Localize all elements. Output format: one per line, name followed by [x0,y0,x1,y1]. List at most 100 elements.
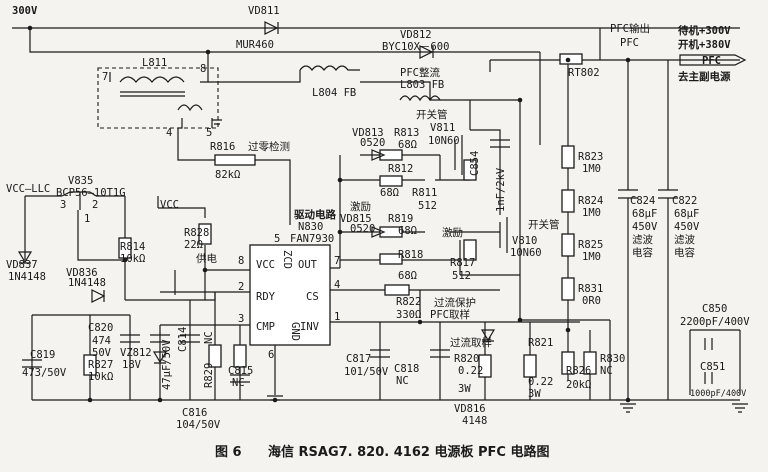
c850-ref: C850 [702,303,727,315]
caption-title: 海信 RSAG7. 820. 4162 电源板 PFC 电路图 [268,444,549,460]
label-filter1: 滤波 [632,233,653,246]
l811-p4: 4 [166,127,172,139]
r828-val: 22Ω [184,239,203,251]
label-cap2: 电容 [674,246,695,259]
net-vcc: VCC [160,199,179,211]
c819-val: 473/50V [22,367,67,379]
c814-ref: C814 [177,327,189,352]
r817-val: 512 [452,270,471,282]
r819-val: 68Ω [398,225,417,237]
r814-val: 10kΩ [120,253,145,265]
r826-ref: R826 [566,365,591,377]
v811-ref: V811 [430,122,455,134]
vd811-ref: VD811 [248,5,280,17]
wiring [12,27,741,401]
c822-ref: C822 [672,195,697,207]
label-switch1: 开关管 [416,108,448,121]
vd836-val: 1N4148 [68,277,106,289]
vd812-diode [419,45,434,59]
c820-v: 50V [92,347,112,359]
vd816-val: 4148 [462,415,487,427]
c817-val: 101/50V [344,366,389,378]
out-standby: 待机+300V [678,24,731,37]
label-pfc-sample: PFC取样 [430,308,470,321]
r814-ref: R814 [120,241,145,253]
c822-v: 450V [674,221,700,233]
pin-vcc: VCC [256,259,275,271]
pin-out: OUT [298,259,318,271]
vd813-val: 0520 [360,137,385,149]
r816-val: 82kΩ [215,169,240,181]
pin-num-5: 5 [274,233,280,245]
r816-ref: R816 [210,141,235,153]
c818-val: NC [396,375,409,387]
l811-transformer [97,67,222,129]
vz812-ref: VZ812 [120,347,152,359]
r813-ref: R813 [394,127,419,139]
pin-gnd: GND [289,322,301,341]
l804-coil [299,65,360,71]
c814-val: 47μF/50V [161,339,173,390]
r812-val: 68Ω [380,187,399,199]
pin-num-2: 2 [238,281,244,293]
pin-inv: INV [300,321,320,333]
pin-num-4: 4 [334,279,340,291]
vd815-val: 0520 [350,223,375,235]
vz812-val: 18V [122,359,142,371]
vd836-ref: VD836 [66,267,98,279]
vd811-val: MUR460 [236,39,274,51]
vd816-ref: VD816 [454,403,486,415]
r824-ref: R824 [578,195,603,207]
v835-val: BCP56–10T1G [56,187,126,199]
r824-val: 1M0 [582,207,601,219]
c824-ref: C824 [630,195,655,207]
r829-ref: R829 [203,363,215,388]
l811-ref: L811 [142,57,167,69]
vd837-val: 1N4148 [8,271,46,283]
c816-val: 104/50V [176,419,221,431]
l803-coil [399,95,441,102]
label-switch2: 开关管 [528,218,560,231]
r819-ref: R819 [388,213,413,225]
r822-val: 330Ω [396,309,421,321]
l811-p7: 7 [102,71,108,83]
pin-rdy: RDY [256,291,276,303]
pfc-out-label: PFC输出 [610,22,650,35]
c824-v: 450V [632,221,658,233]
ic-part: FAN7930 [290,233,334,245]
r820-w: 3W [458,383,471,395]
r828-ref: R828 [184,227,209,239]
c819-ref: C819 [30,349,55,361]
r830-val: NC [600,365,613,377]
vd812-val: BYC10X－600 [382,41,449,53]
pfc-output-arrow [679,54,747,66]
r830-ref: R830 [600,353,625,365]
c815-ref: C815 [228,365,253,377]
r831-ref: R831 [578,283,603,295]
vd837-ref: VD837 [6,259,38,271]
l803-ref: L803 FB [400,79,444,91]
c815-val: NC [232,377,245,389]
l811-p8: 8 [200,63,206,75]
r827-val: 10kΩ [88,371,113,383]
r826-val: 20kΩ [566,379,591,391]
caption-fig: 图 6 [215,445,242,460]
c818-ref: C818 [394,363,419,375]
r820-ref: R820 [454,353,479,365]
ic-fan7930 [249,244,331,346]
v835-e: 3 [60,199,66,211]
r817-ref: R817 [450,257,475,269]
r823-ref: R823 [578,151,603,163]
ic-func: 驱动电路 [294,208,336,221]
r811-ref: R811 [412,187,437,199]
resistor-bodies [83,145,597,378]
r823-val: 1M0 [582,163,601,175]
r821-val: 0.22 [528,376,553,388]
pin-num-6: 6 [268,349,274,361]
mosfet-symbols [454,135,508,253]
out-on: 开机+380V [678,38,731,51]
r821-ref: R821 [528,337,553,349]
label-excite1: 激励 [350,200,371,213]
small-diodes [17,149,496,364]
